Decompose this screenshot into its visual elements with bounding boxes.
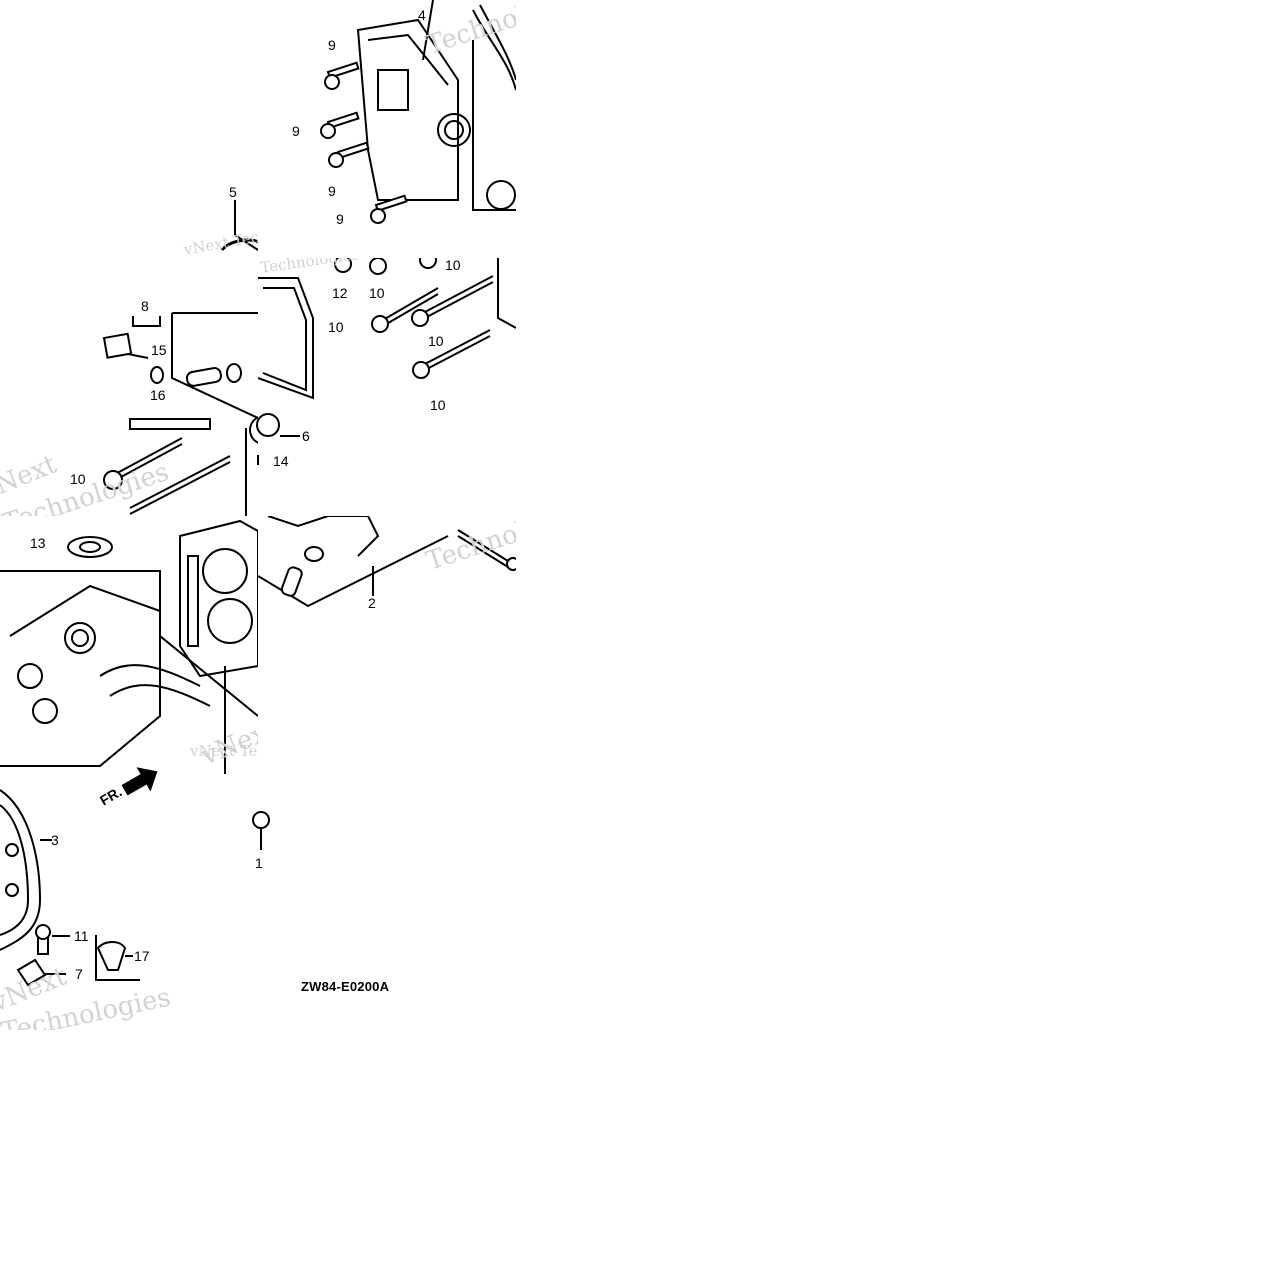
oil-cap-drawing — [256, 413, 300, 465]
callout-9: 9 — [292, 123, 300, 139]
callout-2: 2 — [368, 595, 376, 611]
callout-15: 15 — [151, 342, 167, 358]
tile-head-cover: 4 9 9 9 9 Technologies — [258, 0, 516, 258]
washer-drawing — [252, 811, 270, 850]
callout-12: 12 — [332, 285, 348, 301]
tile-dowel-bolt: 2 Technologies — [258, 516, 516, 616]
head-cover-drawing — [320, 0, 516, 224]
callout-8: 8 — [141, 298, 149, 314]
cylinder-head-drawing — [0, 519, 258, 774]
callout-10: 10 — [369, 285, 385, 301]
callout-11: 11 — [74, 928, 89, 944]
tile-cover-gasket: 12 10 10 10 10 10 Technologies — [258, 258, 516, 516]
callout-1: 1 — [255, 855, 263, 871]
callout-10: 10 — [430, 397, 446, 413]
lower-parts-drawing — [0, 789, 140, 987]
gasket-corner-drawing — [220, 200, 258, 252]
dowel-bolt-drawing — [258, 516, 516, 608]
callout-5: 5 — [229, 184, 237, 200]
callout-7: 7 — [75, 966, 83, 982]
callout-3: 3 — [51, 832, 59, 848]
callout-6: 6 — [302, 428, 310, 444]
front-arrow-icon — [121, 767, 158, 796]
callout-13: 13 — [30, 535, 46, 551]
tile-lower-parts: 3 11 7 17 vNext Technologies — [0, 780, 180, 1030]
drawing-code: ZW84-E0200A — [301, 979, 390, 994]
callout-10: 10 — [328, 319, 344, 335]
tile-gasket-corner: 5 vNext Technologies — [180, 180, 258, 258]
callout-4: 4 — [418, 7, 426, 23]
callout-17: 17 — [134, 948, 150, 964]
callout-10: 10 — [445, 258, 461, 273]
tile-sensor-plug: 8 15 16 10 vNext Technologies — [0, 258, 258, 516]
callout-10: 10 — [70, 471, 86, 487]
front-direction-marker: FR. — [92, 751, 171, 817]
callout-10: 10 — [428, 333, 444, 349]
callout-9: 9 — [328, 183, 336, 199]
sensor-plug-drawing — [102, 312, 258, 516]
callout-14: 14 — [273, 453, 289, 469]
callout-9: 9 — [328, 37, 336, 53]
tile-cylinder-head: 13 vNext vNext Technologies — [0, 516, 258, 774]
callout-16: 16 — [150, 387, 166, 403]
cover-gasket-drawing — [258, 258, 516, 400]
callout-9: 9 — [336, 211, 344, 227]
